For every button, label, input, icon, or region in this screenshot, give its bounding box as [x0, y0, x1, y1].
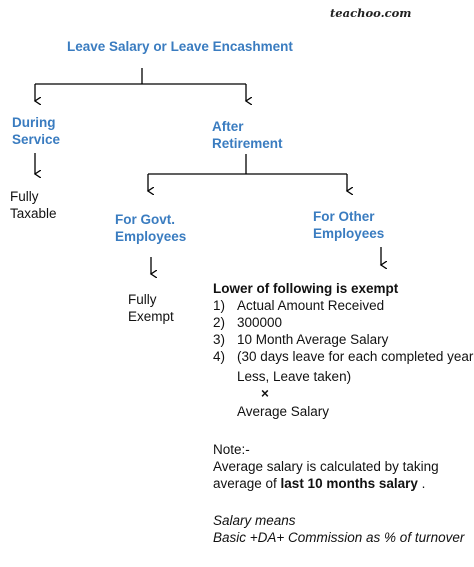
- fully-exempt-result: Fully Exempt: [128, 291, 174, 325]
- other-employees-node: For Other Employees: [313, 208, 384, 242]
- fully-exempt-line1: Fully: [128, 292, 157, 307]
- after-retirement-node: After Retirement: [212, 118, 283, 152]
- after-retirement-line1: After: [212, 119, 244, 134]
- during-service-line1: During: [12, 115, 56, 130]
- during-service-node: During Service: [12, 114, 60, 148]
- govt-employees-node: For Govt. Employees: [115, 211, 186, 245]
- exempt-heading: Lower of following is exempt: [213, 281, 399, 296]
- govt-employees-line2: Employees: [115, 229, 187, 244]
- exempt-item-3-text: 10 Month Average Salary: [237, 332, 389, 347]
- exempt-item-3: 3) 10 Month Average Salary: [213, 331, 473, 348]
- fully-taxable-line2: Taxable: [10, 206, 57, 221]
- during-service-line2: Service: [12, 132, 61, 147]
- fully-taxable-result: Fully Taxable: [10, 188, 57, 222]
- exempt-item-4-text: (30 days leave for each completed year: [237, 349, 474, 364]
- brand-watermark: teachoo.com: [330, 6, 412, 20]
- salary-means-formula-text: Basic +DA+ Commission as % of turnover: [213, 530, 465, 545]
- exempt-item-1: 1) Actual Amount Received: [213, 297, 473, 314]
- exempt-item-1-number: 1): [213, 298, 226, 313]
- other-employees-line1: For Other: [313, 209, 375, 224]
- after-retirement-line2: Retirement: [212, 136, 283, 151]
- govt-employees-line1: For Govt.: [115, 212, 175, 227]
- salary-means-label: Salary means: [213, 512, 296, 529]
- root-node-title: Leave Salary or Leave Encashment: [67, 39, 293, 54]
- note-line-2: average of last 10 months salary .: [213, 475, 425, 492]
- exempt-list: 1) Actual Amount Received 2) 300000 3) 1…: [213, 297, 474, 367]
- fully-taxable-line1: Fully: [10, 189, 39, 204]
- salary-means-label-text: Salary means: [213, 513, 296, 528]
- multiply-symbol: ×: [261, 386, 269, 401]
- note-label: Note:-: [213, 442, 250, 457]
- note-line-1: Average salary is calculated by taking: [213, 459, 439, 474]
- note-line-2-bold: last 10 months salary: [280, 476, 418, 491]
- exempt-item-4-average-salary: Average Salary: [237, 404, 330, 419]
- other-employees-line2: Employees: [313, 226, 385, 241]
- exempt-item-2-text: 300000: [237, 315, 283, 330]
- note-line-2-suffix: .: [417, 476, 426, 491]
- fully-exempt-line2: Exempt: [128, 309, 174, 324]
- exempt-item-2: 2) 300000: [213, 314, 473, 331]
- exempt-item-3-number: 3): [213, 332, 226, 347]
- salary-means-formula: Basic +DA+ Commission as % of turnover: [213, 529, 464, 546]
- exempt-item-1-text: Actual Amount Received: [237, 298, 385, 313]
- exempt-item-4: 4) (30 days leave for each completed yea…: [213, 348, 473, 365]
- exempt-item-2-number: 2): [213, 315, 226, 330]
- exempt-item-4-less-leave: Less, Leave taken): [237, 369, 352, 384]
- note-line-2-prefix: average of: [213, 476, 281, 491]
- exempt-item-4-number: 4): [213, 349, 226, 364]
